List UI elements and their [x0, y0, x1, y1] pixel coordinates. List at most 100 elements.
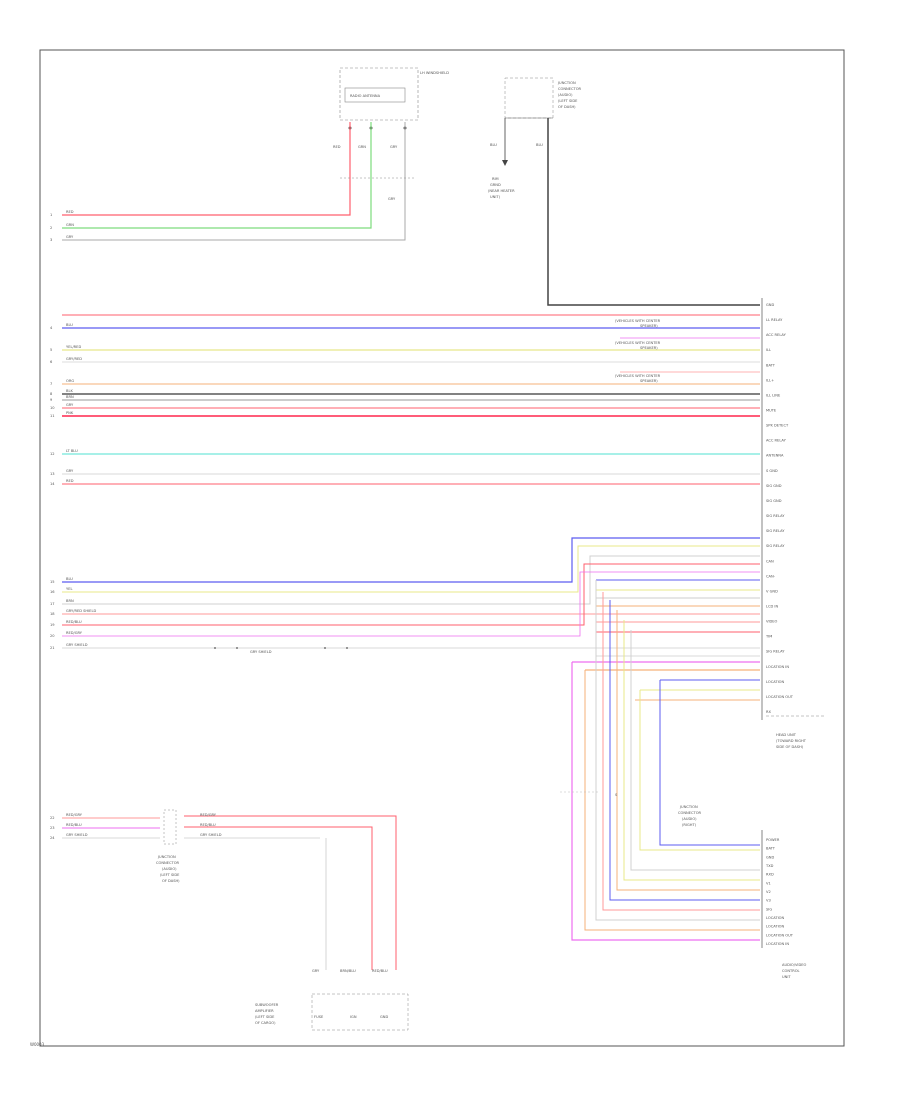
wire-num-12: 12 — [50, 452, 55, 456]
junction-ll-label-4: (LEFT SIDE — [160, 873, 180, 877]
wire-label-16: YEL — [66, 587, 72, 591]
wire-label-21: GRY SHIELD — [66, 643, 88, 647]
wire-num-15: 15 — [50, 580, 55, 584]
wire-label-9: BRN — [66, 395, 74, 399]
head-pin-7: ILL LINE — [766, 393, 781, 397]
head-pin-18: CAN — [766, 559, 774, 563]
wire-num-20: 20 — [50, 634, 55, 638]
subwoofer-amplifier: GRY BRN/BLU RED/BLU FUSE IGN GND SUBWOOF… — [255, 969, 409, 1031]
wire-black-junction — [547, 118, 760, 306]
wire-num-2: 2 — [50, 226, 52, 230]
junction-top-label2: CONNECTOR — [558, 87, 582, 91]
wire-label-7: ORG — [66, 379, 74, 383]
head-pin-19: CAN- — [766, 574, 776, 578]
wire-red-antenna — [62, 122, 351, 216]
wire-label-right-23: RED/BLU — [200, 823, 216, 827]
amp-pin-1: FUSE — [314, 1015, 324, 1019]
junction-lr-label-3: (AUDIO) — [682, 817, 697, 821]
junction-top-label5: OF DASH) — [558, 105, 576, 109]
head-pin-24: SIG RELAY — [766, 650, 785, 654]
splice-label: S — [615, 793, 618, 797]
control-pin-10: LOCATION — [766, 916, 784, 920]
wire-label-17: BRN — [66, 599, 74, 603]
wire-num-18: 18 — [50, 612, 55, 616]
amp-title-3: (LEFT SIDE — [255, 1015, 275, 1019]
wire-green-antenna — [62, 122, 372, 229]
head-unit-wires: (VEHICLES WITH CENTER SPEAKER) (VEHICLES… — [62, 314, 760, 485]
ground-label3: (NEAR HEATER — [488, 189, 515, 193]
junction-lower-left: JUNCTION CONNECTOR (AUDIO) (LEFT SIDE OF… — [62, 809, 397, 970]
junction-ll-label-1: JUNCTION — [157, 855, 176, 859]
head-pin-14: SIG GND — [766, 499, 782, 503]
wire-label-20: RED/GRY — [66, 631, 83, 635]
wire-num-16: 16 — [50, 590, 55, 594]
wire-label-22: RED/GRY — [66, 813, 83, 817]
control-pin-5: RXD — [766, 873, 774, 877]
head-pin-13: SIG GND — [766, 484, 782, 488]
junction-top-left-wire: BLU — [490, 143, 497, 147]
wire-num-22: 22 — [50, 816, 55, 820]
wire-label-12: LT BLU — [66, 449, 78, 453]
wire-num-19: 19 — [50, 623, 55, 627]
vertical-drops: S — [560, 580, 760, 941]
wire-num-13: 13 — [50, 472, 55, 476]
tweeter-label-2: (VEHICLES WITH CENTER — [615, 341, 661, 345]
wire-num-3: 3 — [50, 238, 52, 242]
wire-num-8: 8 — [50, 392, 53, 396]
head-unit-title-3: SIDE OF DASH) — [776, 745, 804, 749]
wire-label-24: GRY SHIELD — [66, 833, 88, 837]
head-pin-1: GND — [766, 303, 774, 307]
control-pin-13: LOCATION IN — [766, 942, 789, 946]
head-pin-8: MUTE — [766, 409, 777, 413]
antenna-wire-label-grn: GRN — [358, 145, 366, 149]
junction-ll-label-5: OF DASH) — [162, 879, 180, 883]
junction-lr-label-2: CONNECTOR — [678, 811, 702, 815]
radio-antenna-subtitle: LH WINDSHIELD — [420, 71, 449, 75]
amp-wire-3: RED/BLU — [372, 969, 388, 973]
amp-wire-2: BRN/BLU — [340, 969, 356, 973]
antenna-wire-label-red: RED — [333, 145, 341, 149]
wire-num-11: 11 — [50, 414, 55, 418]
control-pin-2: BATT — [766, 847, 776, 851]
wire-label-right-22: RED/GRY — [200, 813, 217, 817]
amp-title-1: SUBWOOFER — [255, 1003, 279, 1007]
junction-lower-right: JUNCTION CONNECTOR (AUDIO) (RIGHT) — [678, 805, 702, 827]
junction-connector-top: JUNCTION CONNECTOR (AUDIO) (LEFT SIDE OF… — [488, 77, 582, 199]
wire-label-15: BLU — [66, 577, 73, 581]
junction-top-label: JUNCTION — [557, 81, 576, 85]
wire-label-11: PNK — [66, 411, 74, 415]
wire-num-14: 14 — [50, 482, 55, 486]
tweeter-sub-2: SPEAKER) — [640, 346, 658, 350]
head-pin-6: ILL+ — [766, 378, 774, 382]
head-pin-3: ACC RELAY — [766, 333, 787, 337]
wire-num-10: 10 — [50, 406, 55, 410]
wire-num-7: 7 — [50, 382, 52, 386]
wire-num-1: 1 — [50, 213, 52, 217]
amp-title-2: AMPLIFIER — [255, 1009, 274, 1013]
wire-num-17: 17 — [50, 602, 55, 606]
control-pin-7: V2 — [766, 890, 771, 894]
wire-num-24: 24 — [50, 836, 55, 840]
control-pin-12: LOCATION OUT — [766, 933, 794, 937]
ground-label4: UNIT) — [490, 195, 501, 199]
wire-label-18: GRY/RED SHIELD — [66, 609, 96, 613]
head-pin-25: LOCATION IN — [766, 665, 789, 669]
head-pin-22: VIDEO — [766, 620, 778, 624]
control-unit-pins: POWERBATTGNDTXDRXDV1V2V3SIGLOCATIONLOCAT… — [765, 838, 794, 946]
radio-antenna-title: RADIO ANTENNA — [350, 94, 381, 98]
wire-num-4: 4 — [50, 326, 53, 330]
ground-label2: GRND — [490, 183, 501, 187]
amp-title-4: OF CARGO) — [255, 1021, 276, 1025]
head-pin-11: ANTENNA — [766, 454, 784, 458]
tweeter-label-1: (VEHICLES WITH CENTER — [615, 319, 661, 323]
amp-wire-1: GRY — [312, 969, 320, 973]
antenna-wire-label-gry2: GRY — [388, 197, 396, 201]
wire-num-23: 23 — [50, 826, 55, 830]
junction-top-label4: (LEFT SIDE — [558, 99, 578, 103]
control-pin-11: LOCATION — [766, 925, 784, 929]
control-wires: GRY SHIELD — [62, 537, 760, 701]
head-pin-15: SIG RELAY — [766, 514, 785, 518]
wire-label-4: BLU — [66, 323, 73, 327]
